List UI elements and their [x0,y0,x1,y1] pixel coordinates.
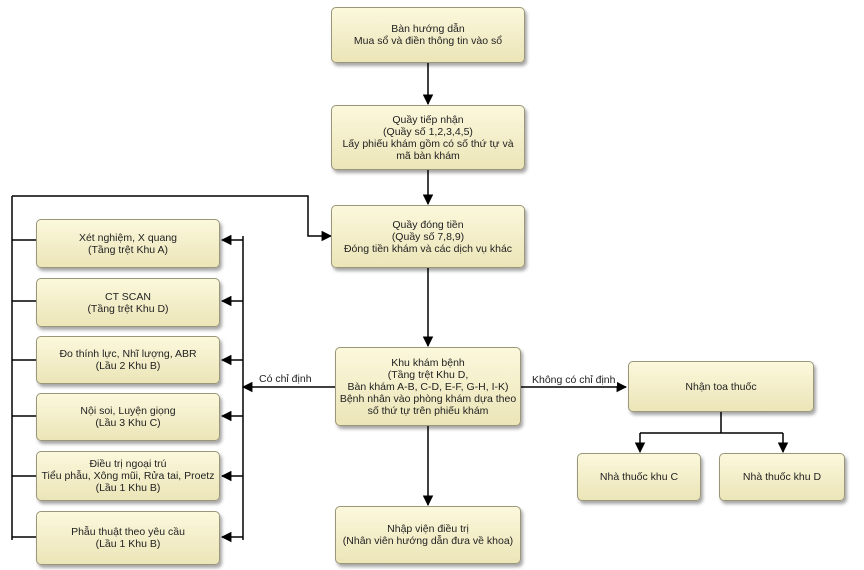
guide-desk-desc: Mua sổ và điền thông tin vào sổ [353,35,503,47]
reception-desc-line1: Lấy phiếu khám gồm có số thứ tự và [342,137,514,150]
guide-desk-node: Bàn hướng dẫn Mua sổ và điền thông tin v… [331,7,525,63]
xray-node: Xét nghiệm, X quang (Tầng trệt Khu A) [36,219,220,268]
reception-counter-node: Quầy tiếp nhận (Quầy số 1,2,3,4,5) Lấy p… [331,105,525,170]
surgery-node: Phẫu thuật theo yêu cầu (Lầu 1 Khu B) [36,511,220,565]
outpatient-location: (Lầu 1 Khu B) [95,482,161,494]
exam-desc-line1: Bệnh nhân vào phòng khám dựa theo [339,392,517,405]
outpatient-node: Điều trị ngoại trú Tiểu phẫu, Xông mũi, … [36,451,220,501]
xray-title: Xét nghiệm, X quang [78,231,178,244]
admission-title: Nhập viện điều trị [387,523,469,535]
edge-label-without-order: Không có chỉ định [530,374,618,386]
prescription-title: Nhận toa thuốc [685,380,757,393]
guide-desk-title: Bàn hướng dẫn [391,23,465,35]
xray-location: (Tầng trệt Khu A) [88,243,168,256]
exam-area-node: Khu khám bệnh (Tầng trệt Khu D, Bàn khám… [335,347,521,426]
audiometry-location: (Lầu 2 Khu B) [95,360,161,372]
exam-desc-line2: số thứ tự trên phiếu khám [367,404,489,417]
surgery-title: Phẫu thuật theo yêu cầu [71,526,185,538]
cashier-desc: Đóng tiền khám và các dịch vụ khác [343,242,513,255]
audiometry-node: Đo thính lực, Nhĩ lượng, ABR (Lầu 2 Khu … [36,336,220,384]
cashier-counters: (Quầy số 7,8,9) [391,230,465,243]
admission-node: Nhập viện điều trị (Nhân viên hướng dẫn … [335,506,521,564]
reception-counters: (Quầy số 1,2,3,4,5) [383,125,473,138]
reception-desc-line2: mã bàn khám [396,149,460,162]
outpatient-services: Tiểu phẫu, Xông mũi, Rửa tai, Proetz [41,470,215,482]
admission-desc: (Nhân viên hướng dẫn đưa về khoa) [342,535,514,547]
pharmacy-d-title: Nhà thuốc khu D [742,471,822,483]
reception-title: Quầy tiếp nhận [392,113,464,126]
exam-desks: Bàn khám A-B, C-D, E-F, G-H, I-K) [347,380,509,393]
arrow-services-back-to-cashier [12,195,333,242]
outpatient-title: Điều trị ngoại trú [89,458,167,470]
exam-title: Khu khám bệnh [391,356,465,369]
ctscan-location: (Tầng trệt Khu D) [87,302,169,315]
cashier-counter-node: Quầy đóng tiền (Quầy số 7,8,9) Đóng tiền… [331,205,525,268]
pharmacy-c-node: Nhà thuốc khu C [577,453,701,501]
cashier-title: Quầy đóng tiền [392,218,464,231]
exam-location: (Tầng trệt Khu D, [387,368,469,381]
ctscan-node: CT SCAN (Tầng trệt Khu D) [36,278,220,327]
pharmacy-d-node: Nhà thuốc khu D [719,453,845,501]
surgery-location: (Lầu 1 Khu B) [95,538,161,550]
endoscopy-node: Nội soi, Luyện giọng (Lầu 3 Khu C) [36,393,220,441]
endoscopy-title: Nội soi, Luyện giọng [80,405,176,417]
ctscan-title: CT SCAN [105,290,151,303]
endoscopy-location: (Lầu 3 Khu C) [95,417,161,429]
pharmacy-c-title: Nhà thuốc khu C [599,471,679,483]
audiometry-title: Đo thính lực, Nhĩ lượng, ABR [59,348,197,360]
edge-label-with-order: Có chỉ định [257,373,314,385]
prescription-node: Nhận toa thuốc [628,361,814,412]
